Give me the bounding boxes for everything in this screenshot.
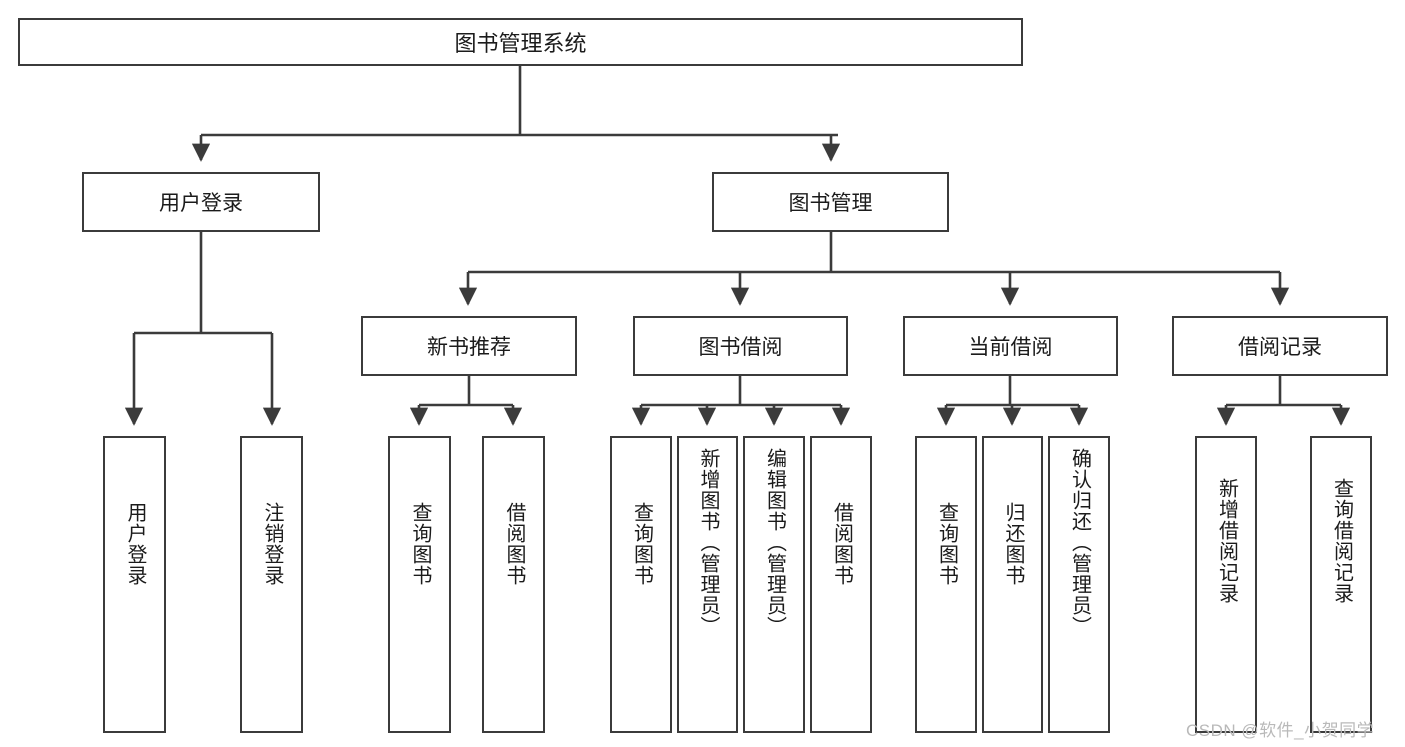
leaf-confirm-return-admin[interactable]: 确认归还（管理员） [1048,436,1110,733]
leaf-user-login[interactable]: 用户登录 [103,436,166,733]
leaf-borrow-book-recommend-label: 借阅图书 [503,502,525,586]
node-root[interactable]: 图书管理系统 [18,18,1023,66]
leaf-borrow-book-label: 借阅图书 [830,502,853,586]
leaf-add-book-admin[interactable]: 新增图书（管理员） [677,436,738,733]
leaf-query-book-recommend-label: 查询图书 [409,502,431,586]
node-user-login-label: 用户登录 [159,192,243,215]
leaf-query-book-borrow[interactable]: 查询图书 [610,436,672,733]
leaf-return-book-label: 归还图书 [1002,502,1024,586]
node-new-book-recommend-label: 新书推荐 [427,336,511,359]
leaf-add-borrow-record-label: 新增借阅记录 [1215,478,1238,604]
node-book-management-label: 图书管理 [788,192,873,215]
node-current-borrow-label: 当前借阅 [968,336,1053,359]
node-book-management[interactable]: 图书管理 [712,172,949,232]
leaf-return-book[interactable]: 归还图书 [982,436,1043,733]
leaf-borrow-book-recommend[interactable]: 借阅图书 [482,436,545,733]
leaf-user-login-label: 用户登录 [124,502,146,586]
leaf-logout[interactable]: 注销登录 [240,436,303,733]
leaf-logout-label: 注销登录 [261,502,283,586]
csdn-watermark: CSDN @软件_小贺同学 [1186,721,1375,740]
leaf-add-borrow-record[interactable]: 新增借阅记录 [1195,436,1257,733]
node-root-label: 图书管理系统 [454,31,587,56]
leaf-query-book-current[interactable]: 查询图书 [915,436,977,733]
leaf-edit-book-admin[interactable]: 编辑图书（管理员） [743,436,805,733]
leaf-query-book-current-label: 查询图书 [935,502,958,586]
leaf-borrow-book[interactable]: 借阅图书 [810,436,872,733]
leaf-confirm-return-admin-label: 确认归还（管理员） [1068,448,1091,637]
node-book-borrow-label: 图书借阅 [698,336,783,359]
node-borrow-records-label: 借阅记录 [1238,336,1322,359]
leaf-add-book-admin-label: 新增图书（管理员） [697,448,719,637]
leaf-edit-book-admin-label: 编辑图书（管理员） [763,448,786,637]
leaf-query-book-borrow-label: 查询图书 [630,502,653,586]
node-new-book-recommend[interactable]: 新书推荐 [361,316,577,376]
leaf-query-borrow-record-label: 查询借阅记录 [1330,478,1353,604]
node-user-login[interactable]: 用户登录 [82,172,320,232]
node-book-borrow[interactable]: 图书借阅 [633,316,848,376]
leaf-query-book-recommend[interactable]: 查询图书 [388,436,451,733]
node-borrow-records[interactable]: 借阅记录 [1172,316,1388,376]
node-current-borrow[interactable]: 当前借阅 [903,316,1118,376]
leaf-query-borrow-record[interactable]: 查询借阅记录 [1310,436,1372,733]
